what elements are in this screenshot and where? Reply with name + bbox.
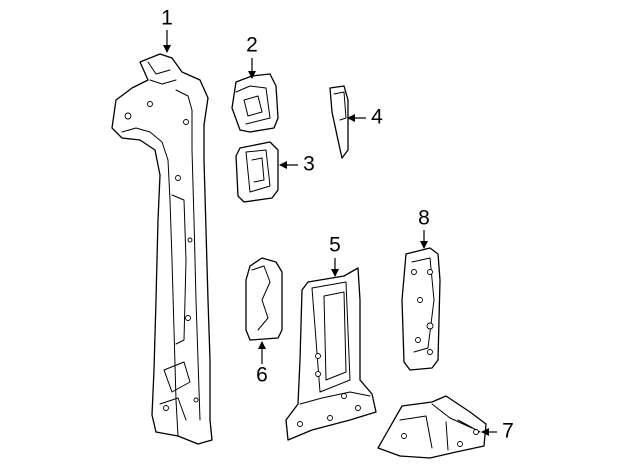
- part-4-trim[interactable]: [329, 85, 349, 159]
- callout-3: 3: [303, 153, 315, 176]
- part-1-pillar[interactable]: [111, 53, 213, 445]
- callout-8: 8: [418, 207, 430, 230]
- callout-7: 7: [502, 420, 514, 443]
- callout-1: 1: [161, 7, 173, 30]
- callout-6: 6: [256, 364, 268, 387]
- part-3-reinforcement[interactable]: [235, 141, 279, 203]
- callout-4: 4: [371, 106, 383, 129]
- part-7-floor-reinforcement[interactable]: [377, 395, 487, 459]
- part-2-reinforcement[interactable]: [231, 73, 279, 133]
- leader-lines: [163, 30, 497, 436]
- part-6-bracket[interactable]: [245, 257, 283, 341]
- callout-2: 2: [246, 34, 258, 57]
- callout-labels: 1 2 3 4 5 6 7 8: [161, 7, 514, 443]
- part-8-reinforcement[interactable]: [401, 247, 441, 371]
- part-5-inner-panel[interactable]: [285, 267, 377, 441]
- callout-5: 5: [329, 234, 341, 257]
